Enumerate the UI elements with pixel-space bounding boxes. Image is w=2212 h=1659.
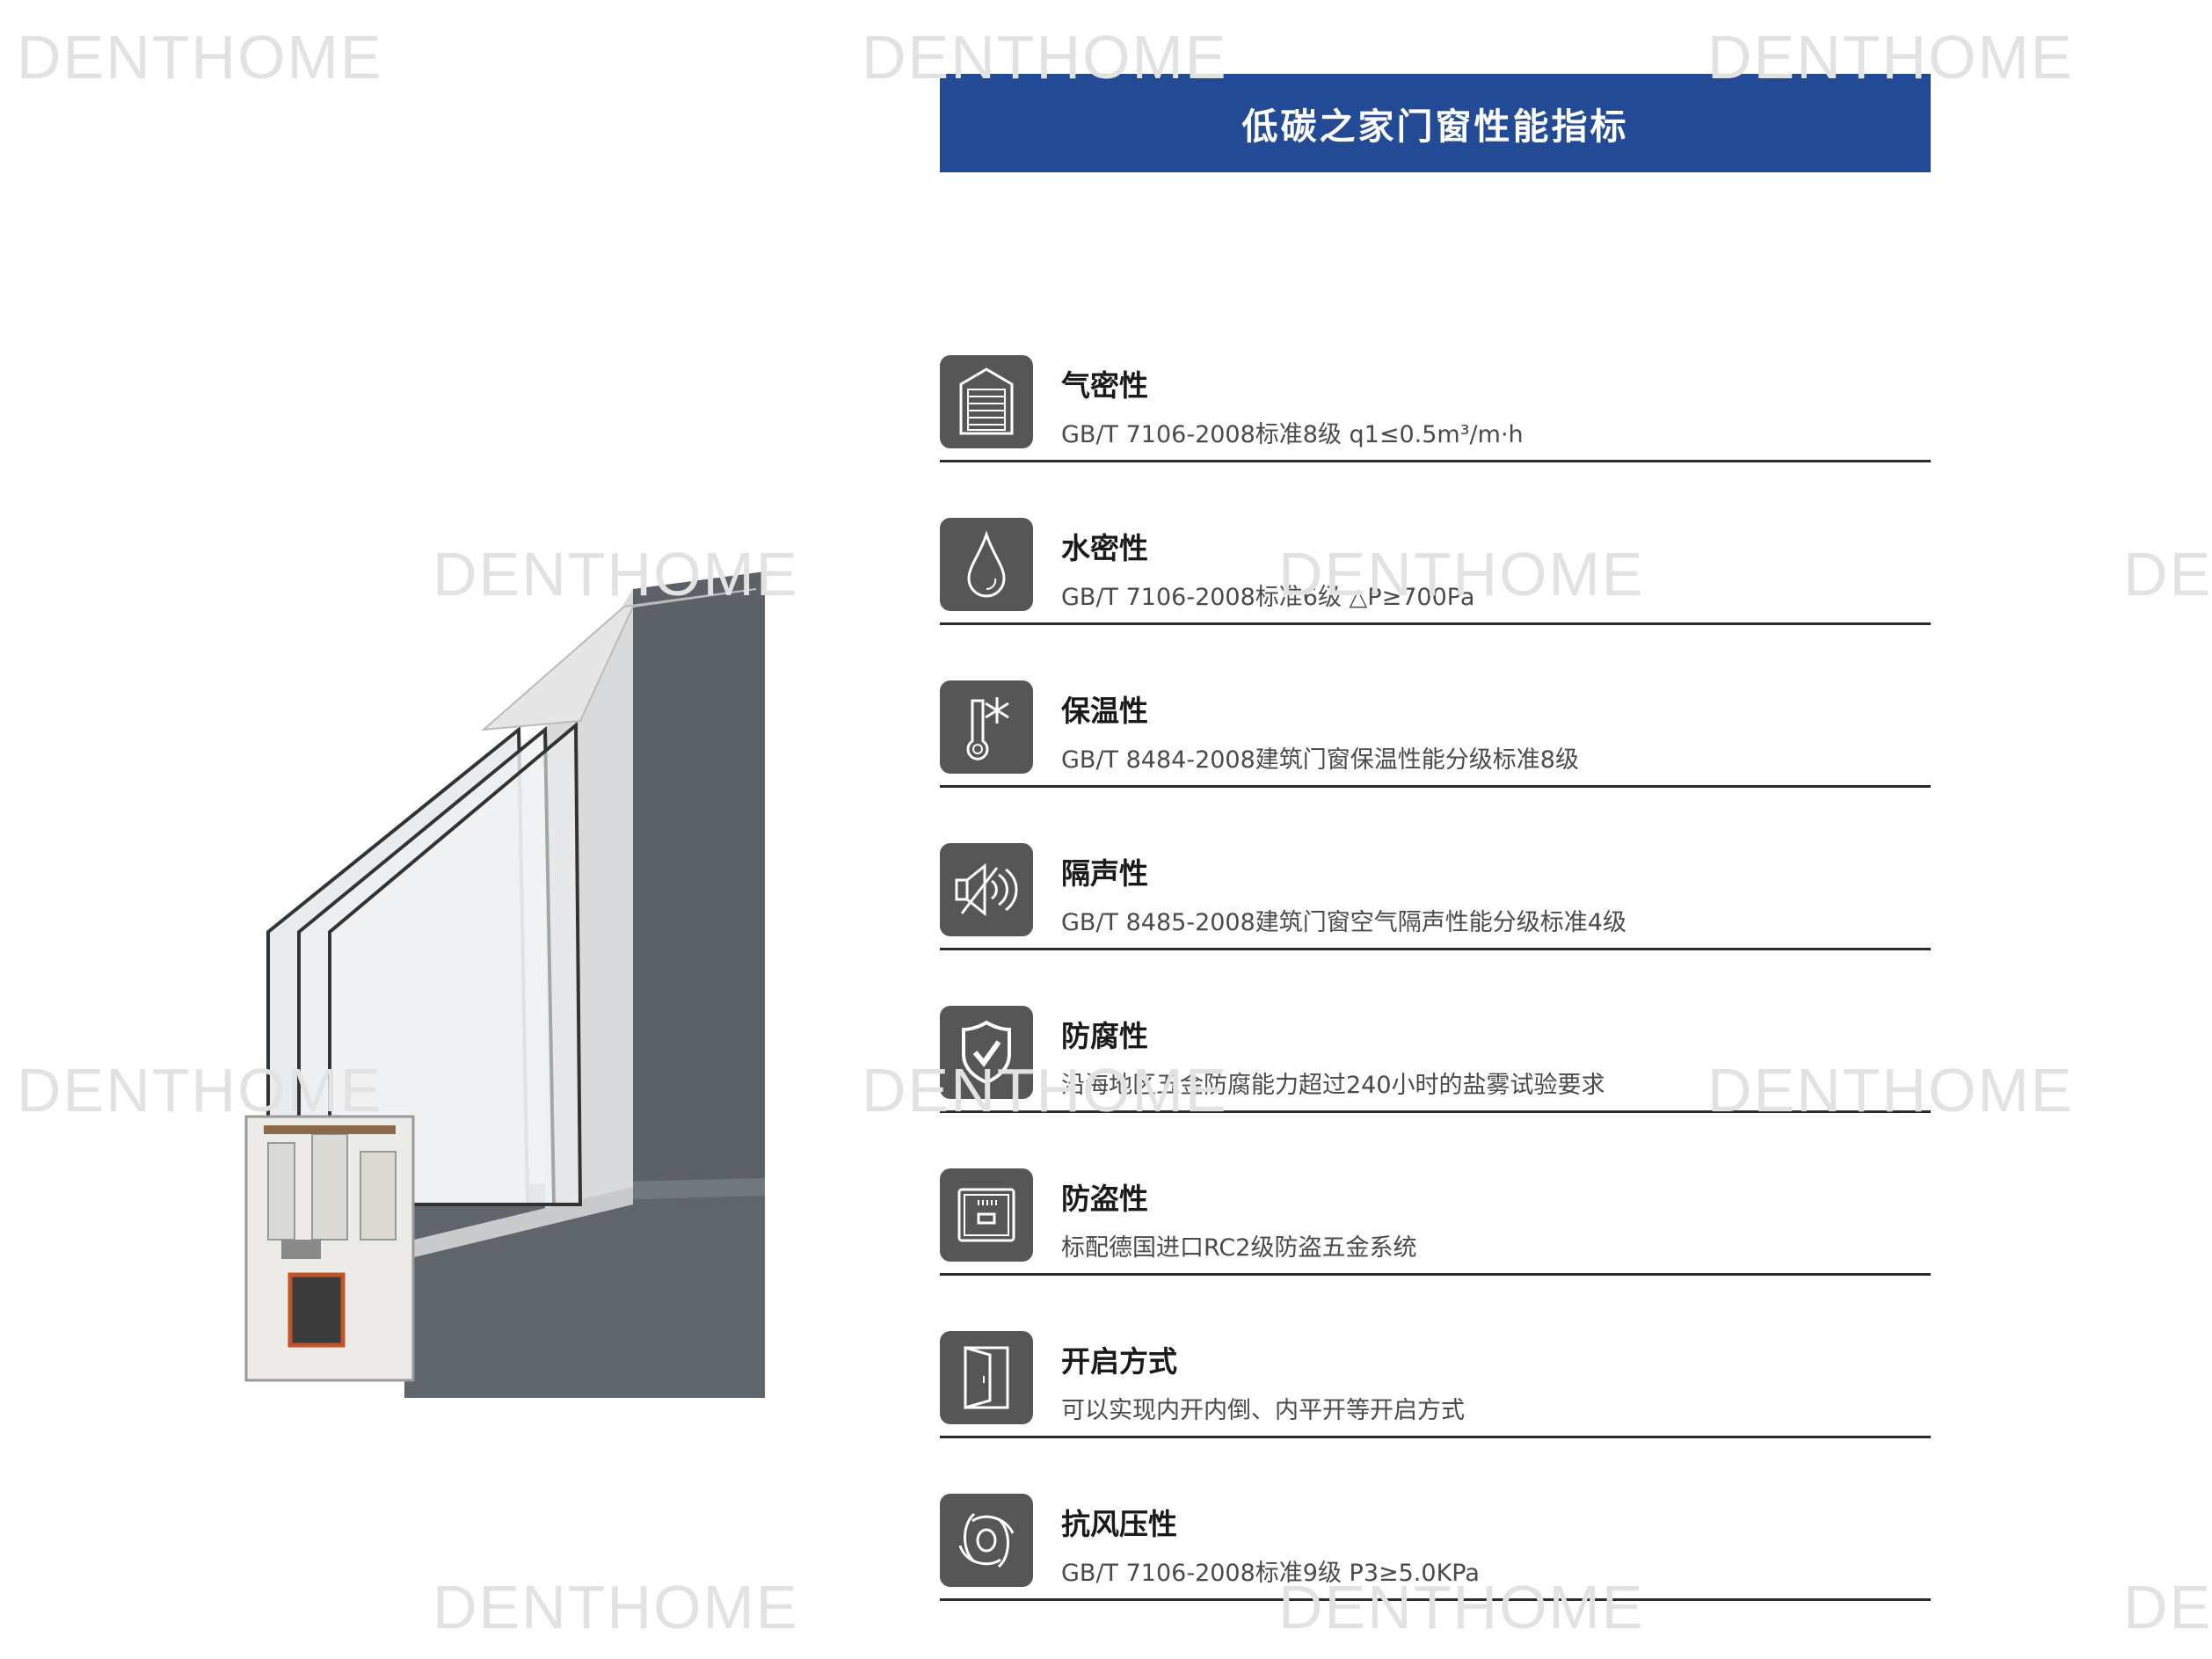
- divider: [940, 1273, 1931, 1276]
- water-drop-icon: [940, 518, 1033, 611]
- feature-title: 气密性: [1061, 368, 1148, 403]
- feature-title: 保温性: [1061, 694, 1148, 728]
- divider: [940, 1110, 1931, 1113]
- thermometer-snowflake-icon: [940, 680, 1033, 774]
- feature-desc: GB/T 7106-2008标准8级 q1≤0.5m³/m·h: [1061, 421, 1524, 448]
- watermark: DENTHOME: [2123, 540, 2212, 608]
- feature-title: 水密性: [1061, 531, 1148, 565]
- garage-door-icon: [940, 355, 1033, 448]
- feature-desc: 可以实现内开内倒、内平开等开启方式: [1061, 1397, 1465, 1424]
- watermark: DENTHOME: [17, 23, 383, 91]
- page-title: 低碳之家门窗性能指标: [940, 74, 1931, 172]
- divider: [940, 1598, 1931, 1601]
- door-open-icon: [940, 1331, 1033, 1424]
- feature-title: 开启方式: [1061, 1344, 1177, 1379]
- feature-title: 隔声性: [1061, 856, 1148, 891]
- feature-desc: GB/T 8485-2008建筑门窗空气隔声性能分级标准4级: [1061, 909, 1626, 936]
- feature-row: 抗风压性 GB/T 7106-2008标准9级 P3≥5.0KPa: [940, 1494, 1931, 1656]
- feature-row: 开启方式 可以实现内开内倒、内平开等开启方式: [940, 1331, 1931, 1494]
- page-title-text: 低碳之家门窗性能指标: [1241, 106, 1629, 148]
- feature-desc: GB/T 8484-2008建筑门窗保温性能分级标准8级: [1061, 746, 1579, 774]
- divider: [940, 1436, 1931, 1438]
- watermark: DENTHOME: [2123, 1573, 2212, 1641]
- safe-lock-icon: [940, 1168, 1033, 1262]
- window-profile-image: [244, 571, 765, 1398]
- feature-row: 隔声性 GB/T 8485-2008建筑门窗空气隔声性能分级标准4级: [940, 843, 1931, 1006]
- wind-swirl-icon: [940, 1494, 1033, 1587]
- watermark: DENTHOME: [433, 1573, 799, 1641]
- feature-row: 气密性 GB/T 7106-2008标准8级 q1≤0.5m³/m·h: [940, 355, 1931, 518]
- feature-title: 防盗性: [1061, 1182, 1148, 1216]
- feature-desc: GB/T 7106-2008标准9级 P3≥5.0KPa: [1061, 1560, 1480, 1587]
- feature-title: 防腐性: [1061, 1019, 1148, 1053]
- feature-title: 抗风压性: [1061, 1507, 1177, 1541]
- speaker-sound-icon: [940, 843, 1033, 936]
- shield-check-icon: [940, 1006, 1033, 1099]
- feature-row: 保温性 GB/T 8484-2008建筑门窗保温性能分级标准8级: [940, 680, 1931, 843]
- divider: [940, 622, 1931, 625]
- feature-row: 防腐性 沿海地区五金防腐能力超过240小时的盐雾试验要求: [940, 1006, 1931, 1168]
- feature-desc: 沿海地区五金防腐能力超过240小时的盐雾试验要求: [1061, 1072, 1605, 1099]
- divider: [940, 460, 1931, 462]
- feature-desc: GB/T 7106-2008标准6级 △P≥700Pa: [1061, 584, 1475, 611]
- feature-row: 防盗性 标配德国进口RC2级防盗五金系统: [940, 1168, 1931, 1331]
- divider: [940, 785, 1931, 788]
- divider: [940, 948, 1931, 950]
- feature-desc: 标配德国进口RC2级防盗五金系统: [1061, 1234, 1417, 1262]
- feature-row: 水密性 GB/T 7106-2008标准6级 △P≥700Pa: [940, 518, 1931, 680]
